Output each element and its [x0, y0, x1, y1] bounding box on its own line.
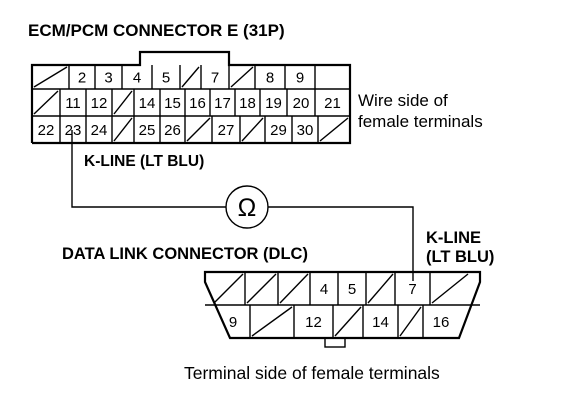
empty-cavity-slash — [186, 117, 211, 142]
ecm-row1-terminal-2: 2 — [78, 70, 86, 87]
dlc-title: DATA LINK CONNECTOR (DLC) — [62, 245, 308, 263]
ecm-side-label-line1: Wire side of — [358, 91, 448, 110]
ecm-connector-outline — [30, 50, 352, 145]
ecm-row3-terminal-26: 26 — [164, 122, 181, 139]
ecm-row3-terminal-29: 29 — [270, 122, 287, 139]
ecm-row2-terminal-11: 11 — [65, 95, 81, 112]
ecm-row3-terminal-22: 22 — [38, 122, 55, 139]
ecm-row1-terminal-9: 9 — [296, 70, 304, 87]
ecm-row1-terminal-7: 7 — [211, 70, 219, 87]
empty-cavity-slash — [334, 306, 362, 337]
empty-cavity-slash — [33, 90, 59, 115]
ecm-row2-terminal-17: 17 — [214, 95, 231, 112]
ecm-row2-terminal-14: 14 — [139, 95, 156, 112]
empty-cavity-slash — [279, 273, 309, 304]
empty-cavity-slash — [241, 117, 264, 142]
ecm-row2-terminal-12: 12 — [91, 95, 108, 112]
empty-cavity-slash — [431, 273, 469, 304]
ecm-row2-terminal-15: 15 — [164, 95, 181, 112]
ecm-row3-terminal-27: 27 — [218, 122, 235, 139]
dlc-outline — [203, 270, 482, 340]
wire-segment-left — [71, 130, 226, 208]
empty-cavity-slash — [319, 117, 349, 142]
ecm-connector-title: ECM/PCM CONNECTOR E (31P) — [28, 21, 285, 40]
wire-segment-right — [268, 206, 414, 281]
ecm-row1-terminal-8: 8 — [266, 70, 274, 87]
ecm-row2-terminal-18: 18 — [239, 95, 256, 112]
empty-cavity-slash — [251, 306, 293, 337]
ohm-symbol: Ω — [238, 194, 257, 222]
dlc-bottom-terminal-14: 14 — [372, 314, 389, 331]
k-line-wire-label: K-LINE (LT BLU) — [84, 153, 204, 170]
ecm-row1-terminal-5: 5 — [162, 70, 170, 87]
dlc-k-line-label: K-LINE — [426, 229, 481, 247]
ecm-row1-terminal-4: 4 — [133, 70, 141, 87]
dlc-top-terminal-5: 5 — [348, 281, 356, 298]
ecm-row3-terminal-25: 25 — [139, 122, 156, 139]
ecm-row1-terminal-3: 3 — [104, 70, 112, 87]
dlc-top-terminal-4: 4 — [320, 281, 328, 298]
ecm-row3-terminal-24: 24 — [91, 122, 108, 139]
ecm-row2-terminal-20: 20 — [293, 95, 310, 112]
dlc-k-line-color-label: (LT BLU) — [426, 248, 494, 266]
dlc-bottom-terminal-12: 12 — [305, 314, 322, 331]
empty-cavity-slash — [113, 90, 133, 115]
dlc-bottom-tab — [324, 337, 346, 348]
empty-cavity-slash — [113, 117, 133, 142]
empty-cavity-slash — [181, 66, 200, 88]
empty-cavity-slash — [367, 273, 394, 304]
empty-cavity-slash — [399, 306, 422, 337]
dlc-bottom-terminal-16: 16 — [433, 314, 450, 331]
empty-cavity-slash — [33, 66, 68, 88]
ecm-row3-terminal-30: 30 — [297, 122, 314, 139]
ecm-side-label-line2: female terminals — [358, 112, 483, 131]
dlc-connector: 4 5 7 9 12 14 16 — [203, 270, 482, 348]
empty-cavity-slash — [213, 273, 244, 304]
dlc-bottom-terminal-9: 9 — [229, 314, 237, 331]
empty-cavity-slash — [246, 273, 277, 304]
empty-cavity-slash — [230, 66, 254, 88]
ecm-row3-terminal-23: 23 — [65, 122, 82, 139]
dlc-top-terminal-7: 7 — [408, 281, 416, 298]
dlc-caption: Terminal side of female terminals — [184, 363, 440, 383]
k-line-wire — [71, 130, 414, 281]
ecm-row2-terminal-16: 16 — [189, 95, 206, 112]
ecm-row2-terminal-21: 21 — [324, 95, 341, 112]
ecm-row2-terminal-19: 19 — [265, 95, 282, 112]
ohmmeter-symbol: Ω — [225, 185, 269, 229]
ohmmeter-circle — [225, 185, 269, 229]
